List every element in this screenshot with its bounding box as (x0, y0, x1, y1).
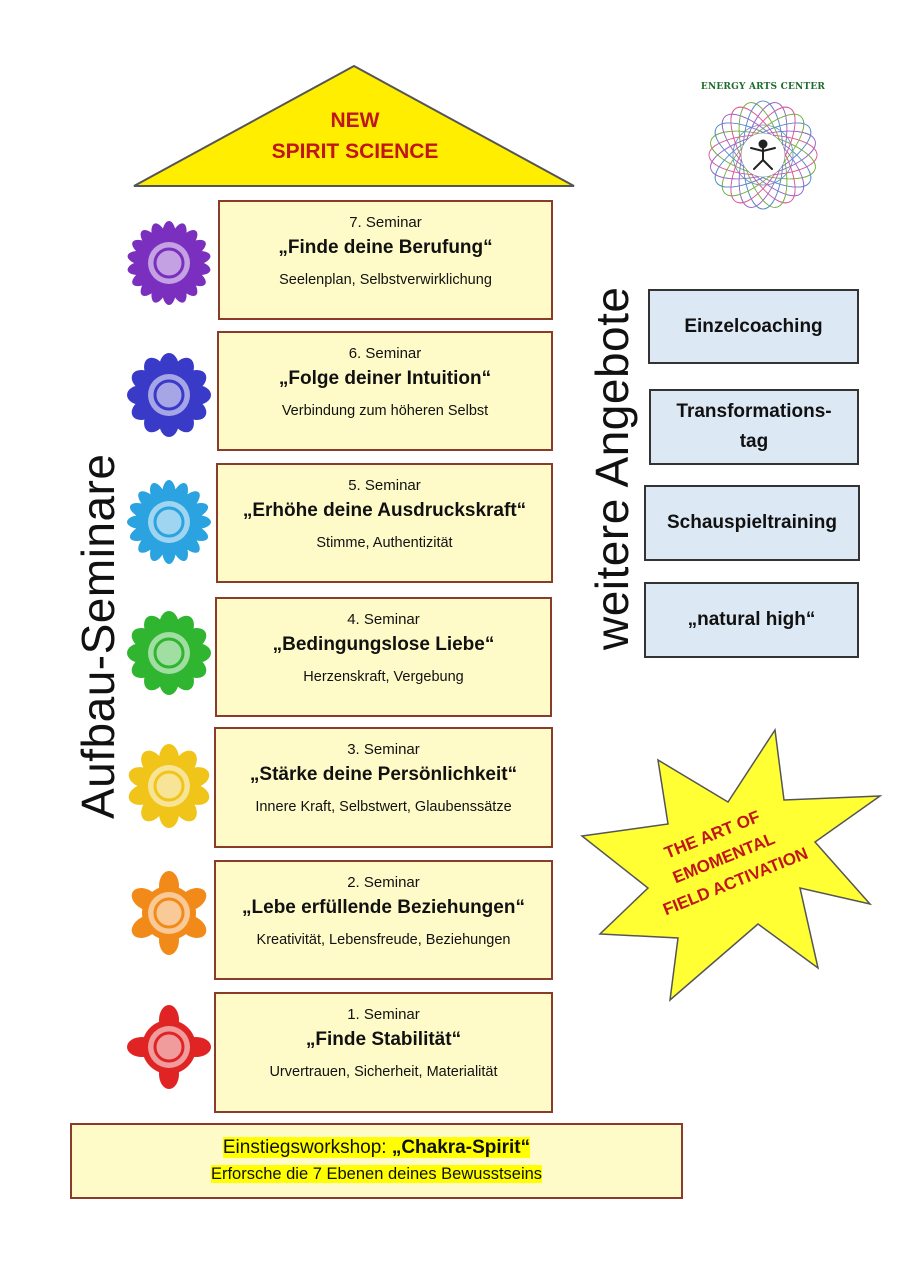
seminar-number: 7. Seminar (349, 214, 422, 231)
seminar-7[interactable]: 7. Seminar „Finde deine Berufung“ Seelen… (218, 200, 553, 320)
seminar-title: „Stärke deine Persönlichkeit“ (249, 764, 518, 785)
seminar-subtitle: Herzenskraft, Vergebung (303, 669, 464, 685)
seminar-subtitle: Innere Kraft, Selbstwert, Glaubenssätze (255, 799, 512, 815)
offer-label: Schauspieltraining (667, 512, 837, 533)
third-eye-chakra-icon (127, 353, 211, 437)
roof-title: NEW SPIRIT SCIENCE (230, 105, 480, 167)
seminar-number: 3. Seminar (347, 741, 420, 758)
mandala-logo-icon (708, 100, 818, 210)
offer-schauspieltraining[interactable]: Schauspieltraining (644, 485, 860, 561)
starburst-badge: THE ART OF EMOMENTAL FIELD ACTIVATION (580, 728, 883, 1002)
logo-title: ENERGY ARTS CENTER (700, 82, 826, 92)
entry-workshop-title: Einstiegsworkshop: „Chakra-Spirit“ (222, 1137, 531, 1158)
offer-natural-high[interactable]: „natural high“ (644, 582, 859, 658)
roof-title-line1: NEW (330, 109, 380, 132)
seminar-number: 6. Seminar (348, 345, 422, 362)
seminar-6[interactable]: 6. Seminar „Folge deiner Intuition“ Verb… (217, 331, 553, 451)
seminar-number: 4. Seminar (347, 611, 420, 628)
seminar-subtitle: Urvertrauen, Sicherheit, Materialität (269, 1064, 498, 1080)
offer-transformationstag[interactable]: Transformations- tag (649, 389, 859, 465)
seminar-title: „Erhöhe deine Ausdruckskraft“ (242, 500, 527, 521)
seminar-3[interactable]: 3. Seminar „Stärke deine Persönlichkeit“… (214, 727, 553, 848)
offer-einzelcoaching[interactable]: Einzelcoaching (648, 289, 859, 364)
seminar-number: 5. Seminar (348, 477, 421, 494)
offer-label: Einzelcoaching (684, 315, 823, 337)
seminar-number: 2. Seminar (347, 874, 420, 891)
throat-chakra-icon (127, 480, 211, 564)
seminar-title: „Finde deine Berufung“ (278, 237, 493, 258)
heart-chakra-icon (127, 611, 211, 695)
seminar-subtitle: Kreativität, Lebensfreude, Beziehungen (256, 932, 511, 948)
seminar-5[interactable]: 5. Seminar „Erhöhe deine Ausdruckskraft“… (216, 463, 553, 583)
crown-chakra-icon (127, 221, 211, 305)
seminar-title: „Finde Stabilität“ (305, 1029, 462, 1050)
seminar-1[interactable]: 1. Seminar „Finde Stabilität“ Urvertraue… (214, 992, 553, 1113)
roof-triangle (133, 64, 575, 187)
entry-workshop-prefix: Einstiegsworkshop: (222, 1137, 392, 1158)
seminar-subtitle: Verbindung zum höheren Selbst (281, 403, 489, 419)
seminar-title: „Lebe erfüllende Beziehungen“ (242, 897, 525, 918)
aufbau-seminare-label: Aufbau-Seminare (72, 453, 124, 819)
root-chakra-icon (127, 1005, 211, 1089)
seminar-4[interactable]: 4. Seminar „Bedingungslose Liebe“ Herzen… (215, 597, 552, 717)
offer-label: Transformations- tag (676, 401, 832, 452)
roof-title-line2: SPIRIT SCIENCE (271, 140, 439, 163)
seminar-title: „Folge deiner Intuition“ (278, 368, 492, 389)
seminar-title: „Bedingungslose Liebe“ (272, 634, 495, 655)
entry-workshop-subtitle: Erforsche die 7 Ebenen deines Bewusstsei… (210, 1165, 543, 1183)
entry-workshop[interactable]: Einstiegsworkshop: „Chakra-Spirit“ Erfor… (70, 1123, 683, 1199)
sacral-chakra-icon (131, 871, 207, 955)
seminar-subtitle: Seelenplan, Selbstverwirklichung (279, 272, 492, 288)
solar-plexus-chakra-icon (128, 744, 210, 828)
energy-arts-center-logo: ENERGY ARTS CENTER (700, 82, 826, 214)
entry-workshop-name: „Chakra-Spirit“ (391, 1137, 531, 1158)
seminar-subtitle: Stimme, Authentizität (316, 535, 453, 551)
seminar-2[interactable]: 2. Seminar „Lebe erfüllende Beziehungen“… (214, 860, 553, 980)
weitere-angebote-label: weitere Angebote (586, 286, 638, 651)
offer-label: „natural high“ (687, 609, 816, 630)
seminar-number: 1. Seminar (347, 1006, 420, 1023)
